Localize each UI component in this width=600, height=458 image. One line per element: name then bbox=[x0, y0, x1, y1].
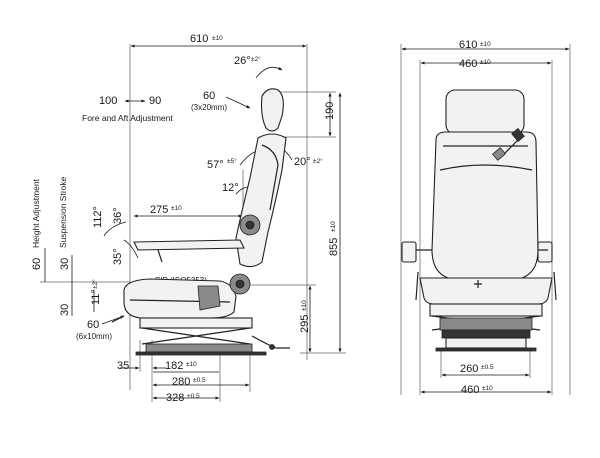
armrest-275-value: 275 bbox=[150, 204, 168, 216]
front-460-bottom-value: 460 bbox=[461, 384, 479, 396]
front-610-tol: ±10 bbox=[480, 41, 491, 48]
angle-36: 36° bbox=[112, 207, 124, 224]
front-460-value: 460 bbox=[459, 58, 477, 70]
dim-610-side-value: 610 bbox=[190, 33, 208, 45]
susp-stroke-label: Suspension Stroke bbox=[58, 176, 68, 248]
height-adjust-label: Height Adjustment bbox=[31, 178, 41, 248]
dim-328-tol: ±0.5 bbox=[187, 393, 200, 400]
head-angle-tol: ±2° bbox=[251, 55, 261, 63]
angle-35: 35° bbox=[112, 248, 124, 265]
back-angle-20-value: 20° bbox=[294, 156, 311, 168]
total-height-tol: ±10 bbox=[330, 221, 337, 232]
armrest-left-front bbox=[401, 241, 417, 263]
susp-30-bottom: 30 bbox=[59, 304, 71, 316]
seat-angle-value: 11° bbox=[90, 289, 102, 305]
backrest-front bbox=[431, 131, 539, 279]
front-460-tol: ±10 bbox=[480, 59, 491, 66]
head-adjust-unit: (3x20mm) bbox=[191, 103, 227, 112]
sip-height-tol: ±10 bbox=[301, 300, 308, 311]
back-angle-57-value: 57° bbox=[207, 159, 224, 171]
front-610-value: 610 bbox=[459, 39, 477, 51]
armrest-side bbox=[133, 239, 245, 251]
angle-112: 112° bbox=[92, 206, 104, 228]
headrest-front bbox=[445, 89, 525, 135]
back-angle-20-tol: ±2° bbox=[313, 157, 323, 165]
height-adjust-60: 60 bbox=[31, 258, 43, 270]
sip-height-value: 295 bbox=[299, 315, 311, 333]
back-angle-12: 12° bbox=[222, 182, 239, 194]
dim-280-value: 280 bbox=[172, 376, 190, 388]
head-height-value: 190 bbox=[324, 102, 336, 120]
dim-35: 35 bbox=[117, 360, 129, 372]
front-460-bottom-tol: ±10 bbox=[482, 385, 493, 392]
fore-aft-label: Fore and Aft Adjustment bbox=[82, 113, 173, 123]
armrest-275-tol: ±10 bbox=[171, 205, 182, 212]
front-view: 610 ±10 460 ±10 bbox=[400, 39, 571, 396]
back-angle-57-tol: ±5° bbox=[227, 157, 237, 165]
dim-280-tol: ±0.5 bbox=[193, 377, 206, 384]
dim-182-value: 182 bbox=[165, 360, 183, 372]
fore-aft-90: 90 bbox=[149, 95, 161, 107]
front-260-value: 260 bbox=[460, 363, 478, 375]
dim-610-side-tol: ±10 bbox=[212, 35, 223, 42]
fore-aft-100: 100 bbox=[99, 95, 117, 107]
dim-328-value: 328 bbox=[166, 392, 184, 404]
cushion-front bbox=[419, 277, 553, 305]
susp-30-top: 30 bbox=[59, 258, 71, 270]
seat-front-illustration bbox=[401, 89, 557, 352]
headrest-side bbox=[260, 88, 284, 132]
head-angle-value: 26° bbox=[234, 55, 251, 67]
seat-angle-tol: ±2° bbox=[91, 279, 99, 289]
seat-adjust-unit: (6x10mm) bbox=[76, 332, 112, 341]
dim-182-tol: ±10 bbox=[186, 361, 197, 368]
front-260-tol: ±0.5 bbox=[481, 364, 494, 371]
armrest-right-front bbox=[537, 241, 553, 263]
seat-adjust-value: 60 bbox=[87, 319, 99, 331]
head-adjust-value: 60 bbox=[203, 90, 215, 102]
seat-side-illustration bbox=[111, 88, 290, 356]
total-height-value: 855 bbox=[328, 238, 340, 256]
side-view: 610 ±10 26° ±2° 60 (3x20mm) 100 90 Fore … bbox=[31, 33, 346, 404]
